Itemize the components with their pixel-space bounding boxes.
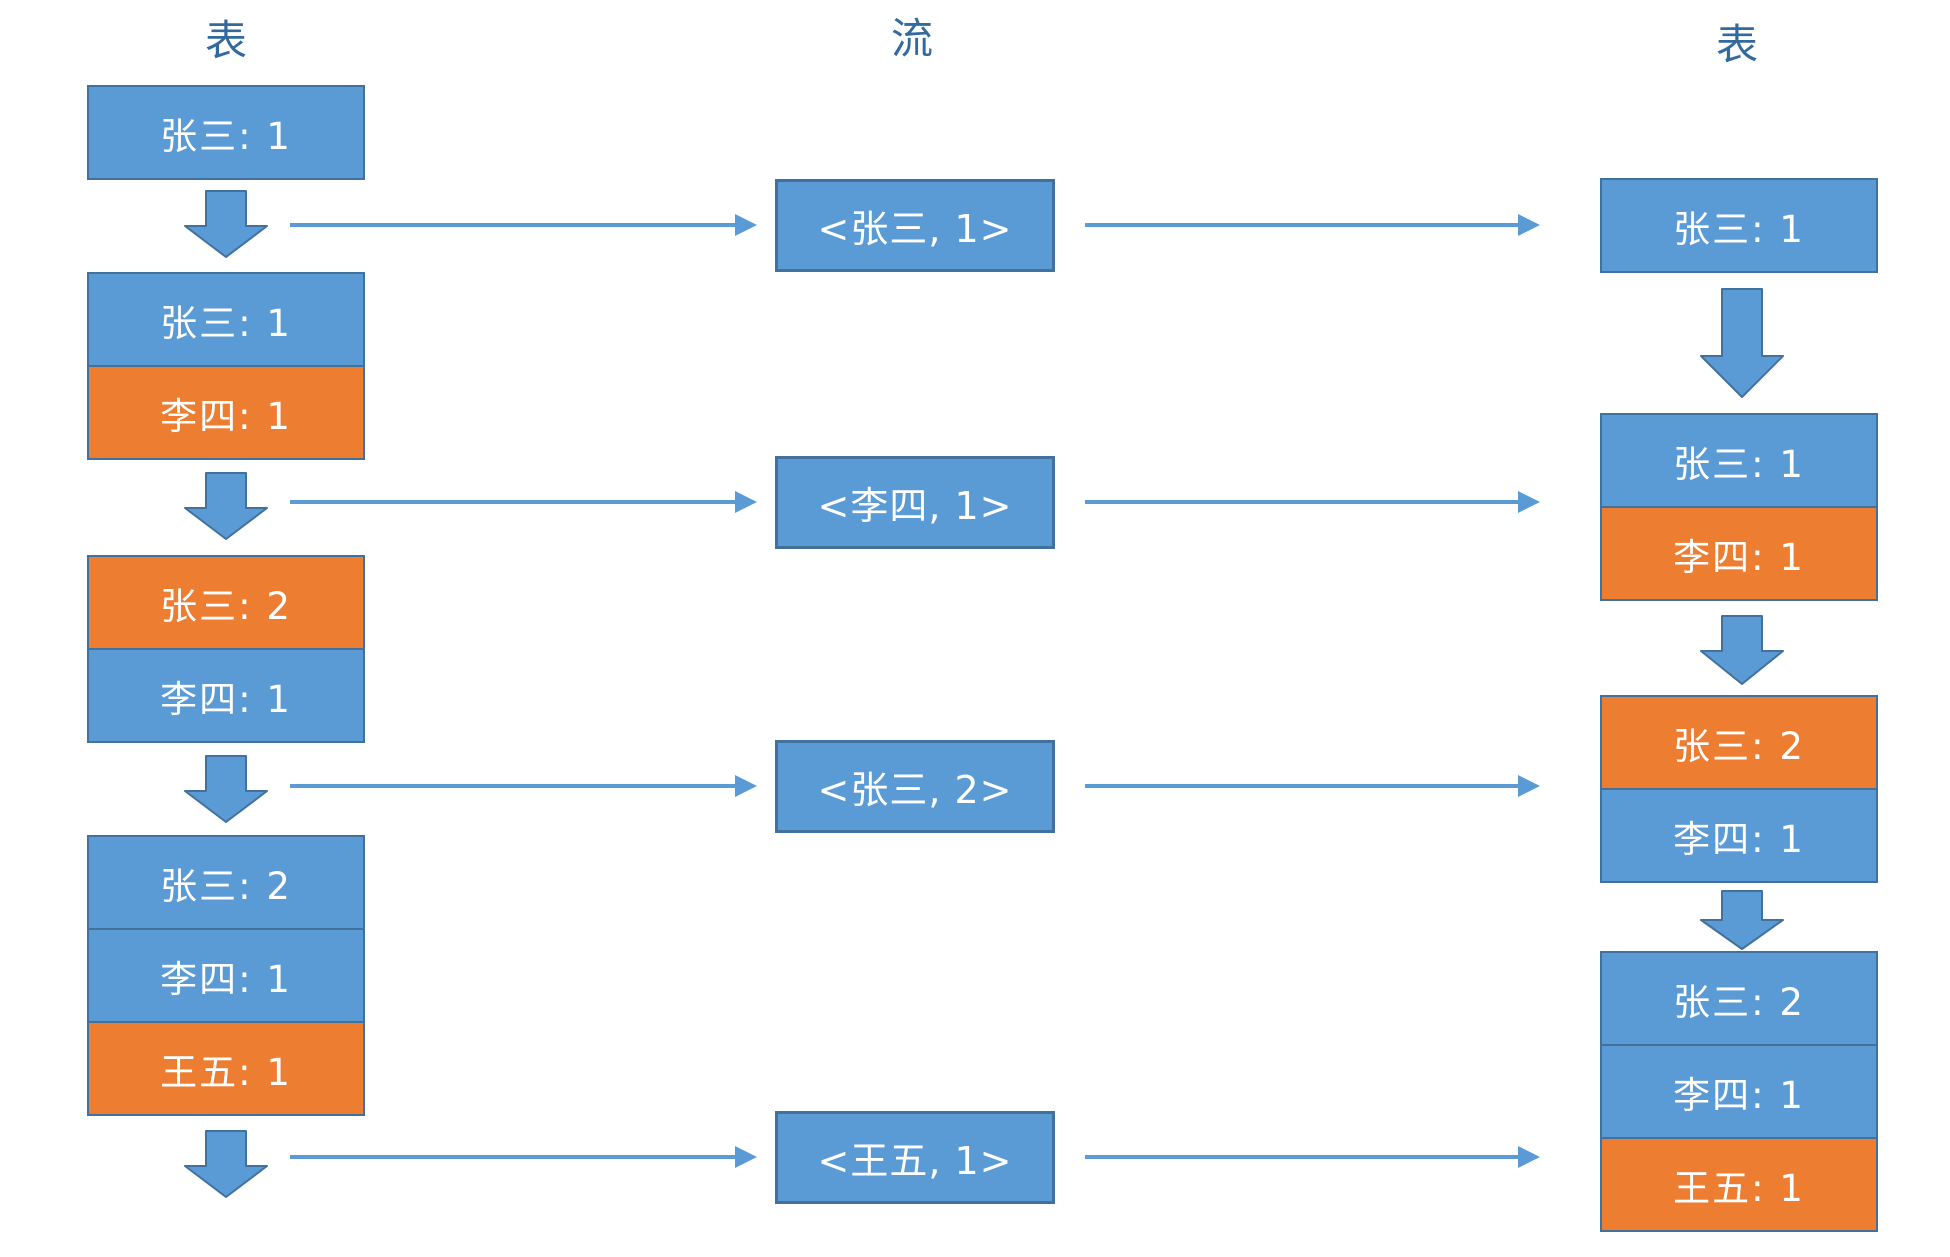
left-table-state-4-row: 王五: 1 bbox=[87, 1021, 365, 1116]
right-down-arrow-2 bbox=[1700, 615, 1784, 685]
right-table-state-3-row: 张三: 2 bbox=[1600, 695, 1878, 790]
stream-record-1: <张三, 1> bbox=[775, 178, 1055, 272]
left-to-stream-arrow-1 bbox=[290, 223, 737, 227]
stream-record-3: <张三, 2> bbox=[775, 739, 1055, 833]
left-to-stream-arrow-3 bbox=[290, 784, 737, 788]
right-table-state-1: 张三: 1 bbox=[1600, 178, 1878, 273]
left-table-state-2-row: 张三: 1 bbox=[87, 272, 365, 367]
left-table-state-1: 张三: 1 bbox=[87, 85, 365, 180]
stream-to-right-arrow-2 bbox=[1085, 500, 1520, 504]
left-down-arrow-4 bbox=[184, 1130, 268, 1198]
left-to-stream-arrow-4 bbox=[290, 1155, 737, 1159]
left-table-state-4-row: 张三: 2 bbox=[87, 835, 365, 930]
stream-record-2: <李四, 1> bbox=[775, 455, 1055, 549]
left-to-stream-arrow-1-head bbox=[735, 214, 757, 236]
stream-to-right-arrow-1 bbox=[1085, 223, 1520, 227]
stream-to-right-arrow-3-head bbox=[1518, 775, 1540, 797]
stream-to-right-arrow-2-head bbox=[1518, 491, 1540, 513]
right-table-state-2-row: 李四: 1 bbox=[1600, 506, 1878, 601]
stream-to-right-arrow-4 bbox=[1085, 1155, 1520, 1159]
left-to-stream-arrow-4-head bbox=[735, 1146, 757, 1168]
right-table-state-4-row: 王五: 1 bbox=[1600, 1137, 1878, 1232]
left-to-stream-arrow-3-head bbox=[735, 775, 757, 797]
right-table-state-2-row: 张三: 1 bbox=[1600, 413, 1878, 508]
left-down-arrow-2 bbox=[184, 472, 268, 540]
middle-column-title: 流 bbox=[890, 14, 934, 63]
stream-to-right-arrow-1-head bbox=[1518, 214, 1540, 236]
left-table-state-2-row: 李四: 1 bbox=[87, 365, 365, 460]
stream-to-right-arrow-4-head bbox=[1518, 1146, 1540, 1168]
right-column-title: 表 bbox=[1715, 20, 1759, 69]
left-table-state-4-row: 李四: 1 bbox=[87, 928, 365, 1023]
left-to-stream-arrow-2-head bbox=[735, 491, 757, 513]
left-down-arrow-1 bbox=[184, 190, 268, 258]
stream-to-right-arrow-3 bbox=[1085, 784, 1520, 788]
left-column-title: 表 bbox=[204, 16, 248, 65]
right-table-state-1-row: 张三: 1 bbox=[1600, 178, 1878, 273]
left-table-state-3-row: 李四: 1 bbox=[87, 648, 365, 743]
left-to-stream-arrow-2 bbox=[290, 500, 737, 504]
right-down-arrow-1 bbox=[1700, 288, 1784, 398]
stream-record-4: <王五, 1> bbox=[775, 1110, 1055, 1204]
left-down-arrow-3 bbox=[184, 755, 268, 823]
right-table-state-4-row: 张三: 2 bbox=[1600, 951, 1878, 1046]
left-table-state-1-row: 张三: 1 bbox=[87, 85, 365, 180]
right-table-state-4-row: 李四: 1 bbox=[1600, 1044, 1878, 1139]
left-table-state-3-row: 张三: 2 bbox=[87, 555, 365, 650]
right-table-state-3-row: 李四: 1 bbox=[1600, 788, 1878, 883]
right-down-arrow-3 bbox=[1700, 890, 1784, 950]
